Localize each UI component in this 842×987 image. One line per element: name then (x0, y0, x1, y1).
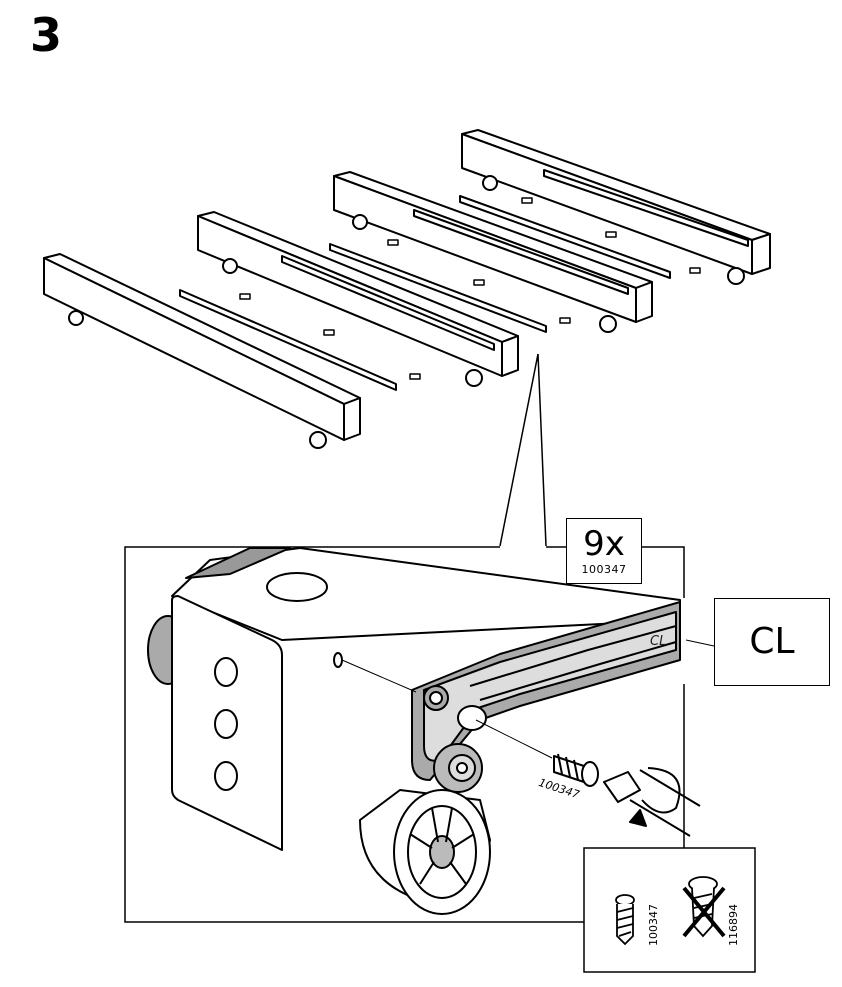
screwdriver (604, 768, 700, 836)
correct-screw-icon (616, 895, 634, 944)
correct-part-number: 100347 (647, 904, 660, 946)
part-quantity: 9x (567, 525, 641, 563)
part-quantity-box: 9x 100347 (566, 518, 642, 584)
incorrect-part-number: 116894 (727, 904, 740, 946)
rail-cl-marking: CL (650, 634, 666, 649)
part-number: 100347 (567, 563, 641, 576)
step-number: 3 (30, 8, 61, 62)
cl-callout: CL (714, 598, 830, 686)
screw-100347 (554, 754, 598, 786)
front-caster (360, 790, 490, 914)
